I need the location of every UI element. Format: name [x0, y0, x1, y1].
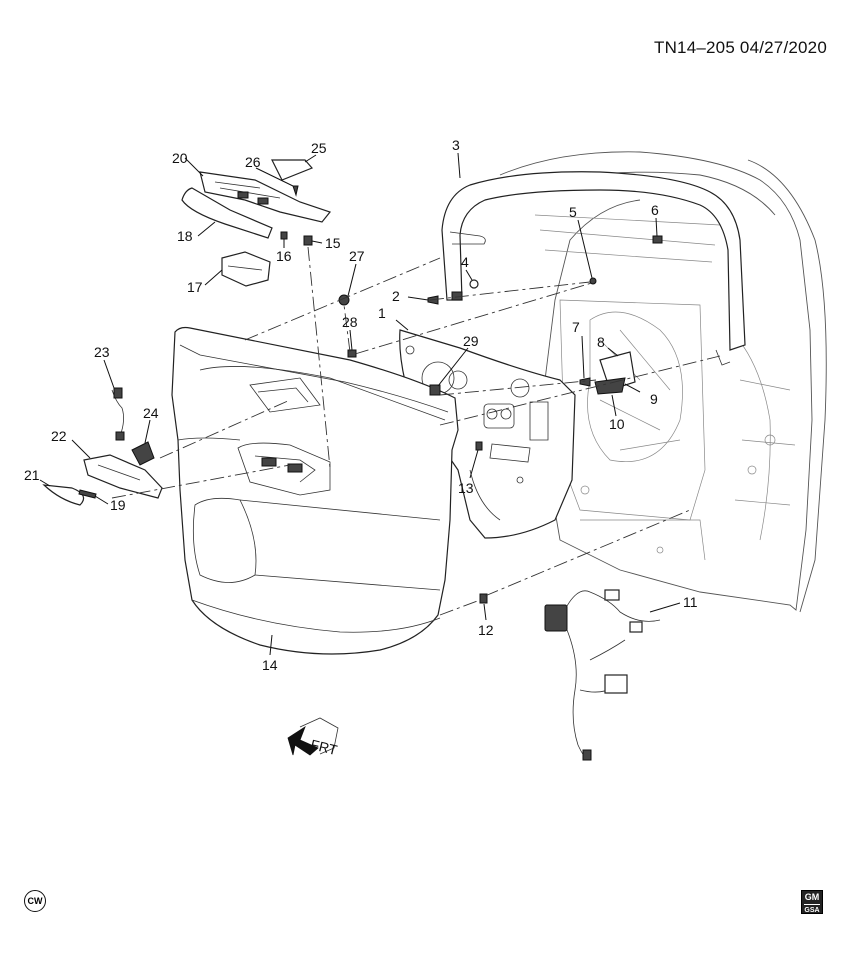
callout-2: 2 [392, 288, 400, 304]
callout-25: 25 [311, 140, 327, 156]
part-20-switch-bezel [199, 171, 332, 223]
callout-14: 14 [262, 657, 278, 673]
cw-logo: CW [24, 890, 46, 912]
callout-15: 15 [325, 235, 341, 251]
gm-logo: GM GSA [801, 890, 823, 914]
part-11-wiring-harness [544, 589, 661, 761]
part-12-clip [479, 593, 488, 604]
part-1-inner-panel [399, 329, 576, 539]
diagram-reference-code: TN14–205 04/27/2020 [654, 38, 827, 57]
part-23-cable [111, 387, 125, 441]
part-28-clip [347, 349, 357, 358]
part-9-handle-reinforcement [594, 377, 626, 395]
front-arrow-label: FRT [309, 736, 339, 758]
callout-23: 23 [94, 344, 110, 360]
callout-17: 17 [187, 279, 203, 295]
part-25-bracket [271, 159, 314, 181]
part-14-door-trim-panel [171, 326, 459, 655]
part-26-screw [292, 185, 299, 197]
callout-10: 10 [609, 416, 625, 432]
callout-19: 19 [110, 497, 126, 513]
part-16-nut [280, 231, 288, 240]
part-4-washer [469, 279, 479, 289]
part-19-screw [78, 489, 97, 499]
door-body-outline [499, 151, 827, 613]
callout-26: 26 [245, 154, 261, 170]
part-7-bolt [579, 377, 591, 387]
callout-6: 6 [651, 202, 659, 218]
callout-1: 1 [378, 305, 386, 321]
part-3-weatherstrip [441, 171, 746, 366]
leader-lines [39, 152, 681, 656]
part-17-window-switch [221, 251, 271, 287]
callout-5: 5 [569, 204, 577, 220]
callout-9: 9 [650, 391, 658, 407]
callout-8: 8 [597, 334, 605, 350]
callout-4: 4 [461, 254, 469, 270]
callout-18: 18 [177, 228, 193, 244]
callout-16: 16 [276, 248, 292, 264]
callout-28: 28 [342, 314, 358, 330]
part-21-handle-cover [42, 484, 85, 506]
part-18-armrest-trim [181, 187, 273, 239]
part-15-clip [303, 235, 313, 246]
callout-13: 13 [458, 480, 474, 496]
part-22-inside-handle [83, 454, 163, 499]
callout-11: 11 [683, 594, 698, 610]
callout-7: 7 [572, 319, 580, 335]
callout-22: 22 [51, 428, 67, 444]
phantom-lines [111, 246, 721, 616]
callout-20: 20 [172, 150, 188, 166]
callout-12: 12 [478, 622, 494, 638]
callout-21: 21 [24, 467, 40, 483]
part-24-handle-clip [131, 441, 155, 466]
gm-logo-text: GM [804, 892, 820, 902]
fasteners [338, 235, 663, 604]
callout-29: 29 [463, 333, 479, 349]
part-5-rivet [589, 277, 597, 285]
part-13-clip [475, 441, 483, 451]
gsa-logo-text: GSA [804, 904, 820, 916]
part-6-clip [652, 235, 663, 244]
front-direction-arrow: FRT [287, 717, 339, 758]
callout-3: 3 [452, 137, 460, 153]
callout-24: 24 [143, 405, 159, 421]
callout-27: 27 [349, 248, 365, 264]
part-29-grommet [429, 384, 441, 396]
callout-labels: 1 2 3 4 5 6 7 8 9 10 11 12 13 14 15 16 1… [24, 137, 698, 673]
